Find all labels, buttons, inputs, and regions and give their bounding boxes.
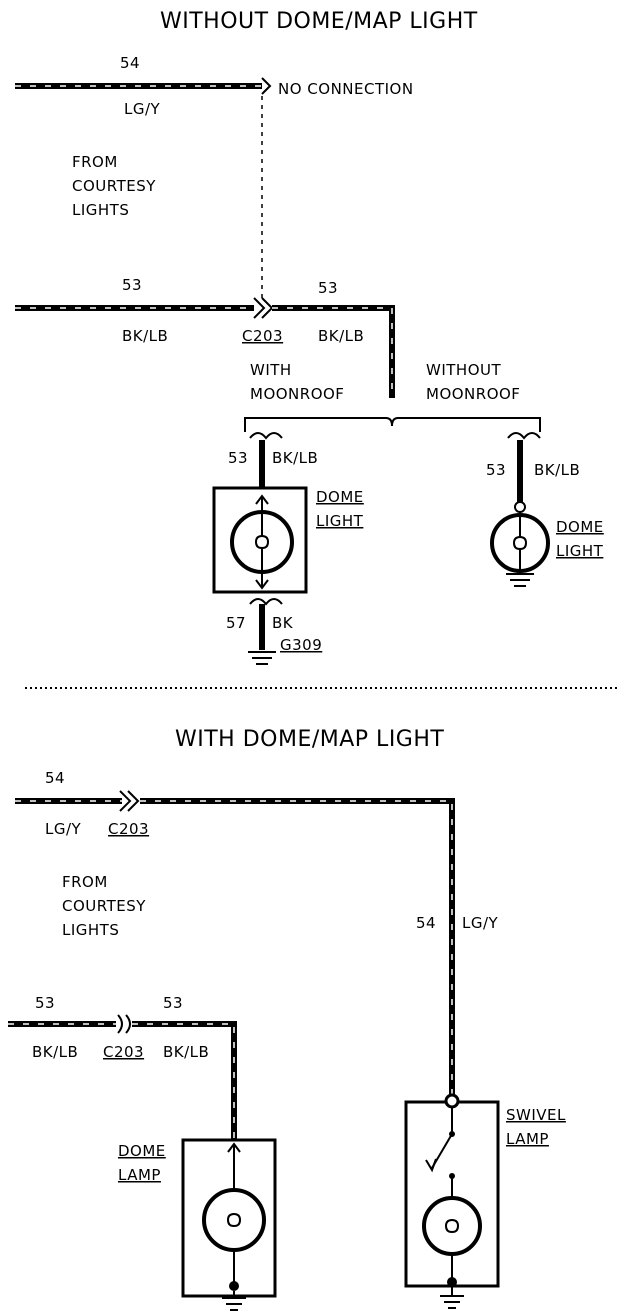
- ground-wire-number: 57: [226, 614, 246, 632]
- top-connector-c203-label: C203: [242, 327, 283, 345]
- dome-lamp-arrow: [227, 1142, 241, 1153]
- top-branch-bracket: [244, 417, 541, 432]
- bottom-wire-54-vertical-number: 54: [416, 914, 436, 932]
- bottom-wire-54-color: LG/Y: [45, 820, 82, 838]
- with-moonroof-line2: MOONROOF: [250, 385, 344, 403]
- swivel-lamp-ground-terminal: [447, 1277, 457, 1287]
- dome-lamp-label-line2: LAMP: [118, 1166, 161, 1184]
- swivel-lamp-label-line1: SWIVEL: [506, 1106, 566, 1124]
- ground-connector-arc: [249, 598, 283, 606]
- bottom-connector-c203-54-label: C203: [108, 820, 149, 838]
- top-wire-53-right-number: 53: [318, 279, 338, 297]
- swivel-lamp-filament: [445, 1218, 460, 1234]
- bottom-wire-54-main-stripe: [140, 800, 453, 1102]
- dome-lamp-filament: [227, 1212, 242, 1228]
- bottom-wire-53-right-color: BK/LB: [163, 1043, 209, 1061]
- bottom-wire-53-left-number: 53: [35, 994, 55, 1012]
- dome-lamp-label-line1: DOME: [118, 1142, 166, 1160]
- ground-id-g309: G309: [280, 636, 322, 654]
- top-wire-53-right-color: BK/LB: [318, 327, 364, 345]
- top-branch-with-moonroof: WITH MOONROOF: [250, 361, 344, 403]
- top-wire-53-left-number: 53: [122, 276, 142, 294]
- dome-without-wire-color: BK/LB: [534, 461, 580, 479]
- bottom-wire-53-right: [132, 1021, 237, 1140]
- swivel-lamp-label-line2: LAMP: [506, 1130, 549, 1148]
- no-connection-label: NO CONNECTION: [278, 80, 414, 98]
- bottom-wire-54-vertical-color: LG/Y: [462, 914, 499, 932]
- dome-without-label-line1: DOME: [556, 518, 604, 536]
- dome-with-label-line1: DOME: [316, 488, 364, 506]
- bottom-source-line1: FROM: [62, 873, 108, 891]
- bottom-wire-53-right-number: 53: [163, 994, 183, 1012]
- without-moonroof-line1: WITHOUT: [426, 361, 501, 379]
- bottom-section-title: WITH DOME/MAP LIGHT: [175, 727, 444, 752]
- dome-lamp-ground-symbol: [222, 1291, 246, 1311]
- dome-with-wire-color: BK/LB: [272, 449, 318, 467]
- dome-lamp-label: DOME LAMP: [118, 1142, 171, 1184]
- dome-with-label-line2: LIGHT: [316, 512, 364, 530]
- dome-without-terminal: [514, 501, 526, 513]
- top-source-line2: COURTESY: [72, 177, 156, 195]
- bottom-wire-53-left-color: BK/LB: [32, 1043, 78, 1061]
- bottom-wire-53-right-stripe: [132, 1023, 235, 1140]
- swivel-switch-arrow: [425, 1158, 437, 1173]
- top-source-label: FROM COURTESY LIGHTS: [72, 153, 161, 219]
- ground-symbol-top: [248, 651, 276, 665]
- bottom-source-line3: LIGHTS: [62, 921, 119, 939]
- dome-with-wire-number: 53: [228, 449, 248, 467]
- top-branch-without-moonroof: WITHOUT MOONROOF: [426, 361, 520, 403]
- ground-wire-color: BK: [272, 614, 294, 632]
- top-source-line1: FROM: [72, 153, 118, 171]
- bottom-connector-c203-54: [119, 790, 140, 812]
- bottom-source-label: FROM COURTESY LIGHTS: [62, 873, 151, 939]
- dome-without-label: DOME LIGHT: [556, 518, 609, 560]
- dome-with-connector-arc: [249, 432, 283, 440]
- bottom-wire-54-number: 54: [45, 769, 65, 787]
- dome-with-label: DOME LIGHT: [316, 488, 369, 530]
- dome-without-filament: [513, 535, 528, 551]
- dome-without-ground-symbol: [506, 573, 534, 587]
- top-connector-c203: [253, 297, 274, 319]
- dome-without-wire-number: 53: [486, 461, 506, 479]
- dome-with-filament: [255, 534, 270, 550]
- dome-with-arrows: [255, 494, 269, 590]
- top-wire-54-number: 54: [120, 54, 140, 72]
- without-moonroof-line2: MOONROOF: [426, 385, 520, 403]
- top-section-title: WITHOUT DOME/MAP LIGHT: [160, 9, 478, 34]
- top-wire-54-color: LG/Y: [124, 100, 161, 118]
- dome-lamp-ground-terminal: [229, 1281, 239, 1291]
- bottom-source-line2: COURTESY: [62, 897, 146, 915]
- dome-without-label-line2: LIGHT: [556, 542, 604, 560]
- swivel-lamp-ground-symbol: [440, 1287, 464, 1309]
- swivel-lamp-label: SWIVEL LAMP: [506, 1106, 571, 1148]
- top-wire-53-left-color: BK/LB: [122, 327, 168, 345]
- swivel-lamp-terminal: [444, 1093, 460, 1109]
- top-source-line3: LIGHTS: [72, 201, 129, 219]
- dome-without-connector-arc: [507, 432, 541, 440]
- top-wire-54-end-arrow: [261, 77, 272, 95]
- with-moonroof-line1: WITH: [250, 361, 292, 379]
- bottom-connector-c203-53-label: C203: [103, 1043, 144, 1061]
- top-wire-53-right-stripe: [272, 307, 393, 398]
- bottom-connector-c203-53: [117, 1014, 131, 1034]
